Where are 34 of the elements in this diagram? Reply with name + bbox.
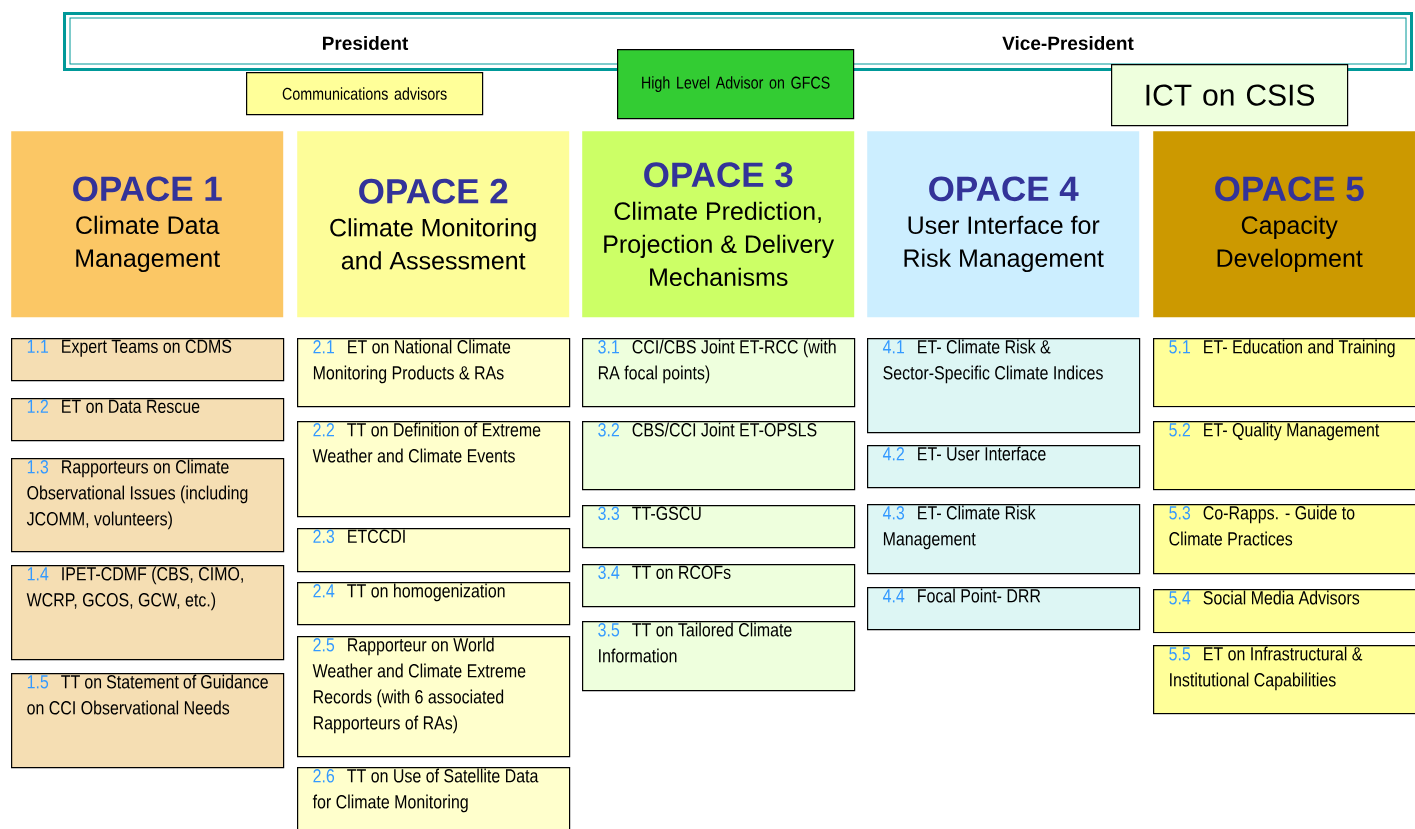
team-box: 3.1 CCI/CBS Joint ET-RCC (with RA focal points) (582, 338, 856, 408)
advisor-box: High Level Advisor on GFCS (617, 49, 855, 120)
group-header: OPACE 1 Climate Data Management (11, 131, 284, 318)
team-box: 5.3 Co-Rapps. - Guide to Climate Practices (1153, 504, 1415, 575)
team-box: 4.3 ET- Climate Risk Management (867, 504, 1141, 575)
team-box: 2.3 ETCCDI (297, 528, 571, 573)
team-box: 5.2 ET- Quality Management (1153, 421, 1415, 491)
team-box: 5.5 ET on Infrastructural & Institutional Capabilities (1153, 645, 1415, 715)
advisor-box: ICT on CSIS (1111, 64, 1349, 127)
team-box: 4.1 ET- Climate Risk & Sector-Specific Climate Indices (867, 338, 1141, 434)
group-header: OPACE 4 User Interface for Risk Management (867, 131, 1140, 318)
team-box: 2.4 TT on homogenization (297, 582, 571, 626)
leadership-band: President Vice-President (63, 12, 1413, 71)
team-box: 2.6 TT on Use of Satellite Data for Climate Monitoring (297, 767, 571, 829)
team-box: 3.5 TT on Tailored Climate Information (582, 621, 856, 692)
advisor-box: Communications advisors (246, 72, 484, 116)
team-box: 2.2 TT on Definition of Extreme Weather and Climate Events (297, 421, 571, 518)
team-box: 5.4 Social Media Advisors (1153, 589, 1415, 634)
group-header: OPACE 5 Capacity Development (1153, 131, 1415, 318)
group-header: OPACE 3 Climate Prediction, Projection & Delivery Mechanisms (582, 131, 855, 318)
team-box: 1.3 Rapporteurs on Climate Observational Issues (including JCOMM, volunteers) (11, 458, 285, 553)
group-header: OPACE 2 Climate Monitoring and Assessment (297, 131, 570, 318)
team-box: 3.3 TT-GSCU (582, 505, 856, 549)
team-box: 3.2 CBS/CCI Joint ET-OPSLS (582, 421, 856, 491)
team-box: 1.1 Expert Teams on CDMS (11, 338, 285, 382)
team-box: 4.4 Focal Point- DRR (867, 587, 1141, 631)
team-box: 5.1 ET- Education and Training (1153, 338, 1415, 408)
team-box: 1.4 IPET-CDMF (CBS, CIMO, WCRP, GCOS, GCW, etc.) (11, 565, 285, 661)
team-box: 2.5 Rapporteur on World Weather and Climate Extreme Records (with 6 associated Rapporteurs of RAs) (297, 636, 571, 758)
team-box: 1.2 ET on Data Rescue (11, 398, 285, 442)
team-box: 2.1 ET on National Climate Monitoring Products & RAs (297, 338, 571, 408)
team-box: 1.5 TT on Statement of Guidance on CCI Observational Needs (11, 673, 285, 769)
team-box: 4.2 ET- User Interface (867, 445, 1141, 489)
team-box: 3.4 TT on RCOFs (582, 564, 856, 608)
